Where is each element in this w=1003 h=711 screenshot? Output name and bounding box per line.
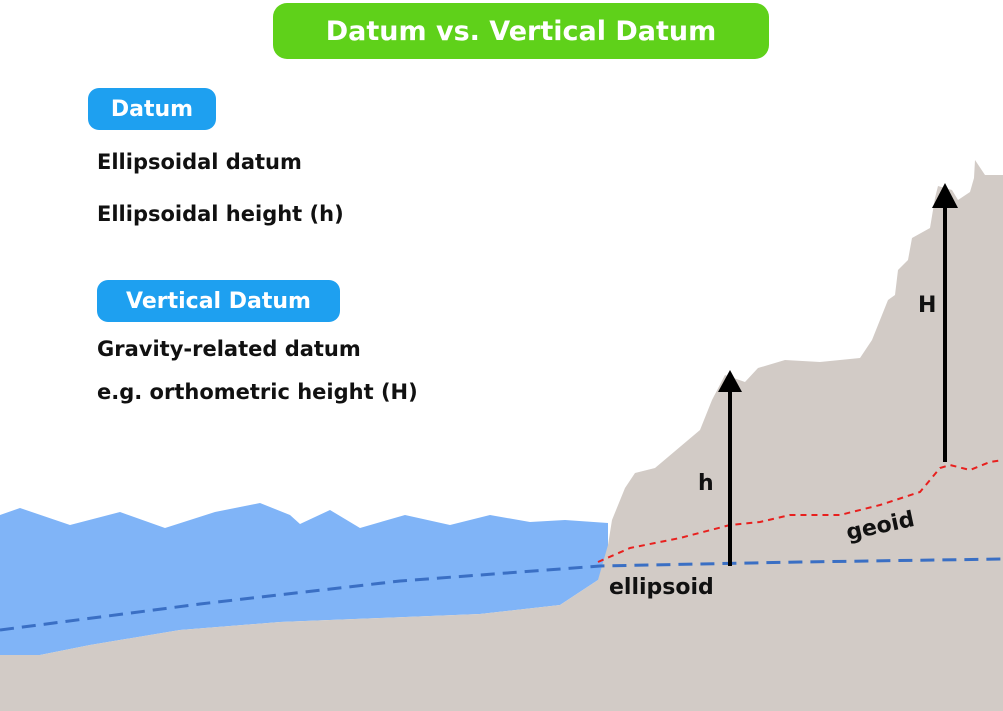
terrain-land: [0, 160, 1003, 711]
arrow-ellipsoidal-height: [718, 370, 742, 566]
geoid-line: [597, 459, 1003, 563]
datum-line-ellipsoidal-datum: Ellipsoidal datum: [97, 150, 302, 174]
label-H: H: [918, 293, 936, 318]
water-body: [0, 503, 608, 655]
datum-line-ellipsoidal-height: Ellipsoidal height (h): [97, 202, 344, 226]
vertical-datum-tag: Vertical Datum: [97, 280, 340, 322]
label-h: h: [698, 471, 714, 496]
datum-tag: Datum: [88, 88, 216, 130]
arrow-orthometric-height: [932, 183, 958, 462]
ellipsoid-line: [0, 557, 1003, 632]
vertical-line-gravity-datum: Gravity-related datum: [97, 337, 361, 361]
vertical-line-orthometric-height: e.g. orthometric height (H): [97, 380, 418, 404]
page-title: Datum vs. Vertical Datum: [273, 3, 769, 59]
label-ellipsoid: ellipsoid: [609, 575, 714, 600]
